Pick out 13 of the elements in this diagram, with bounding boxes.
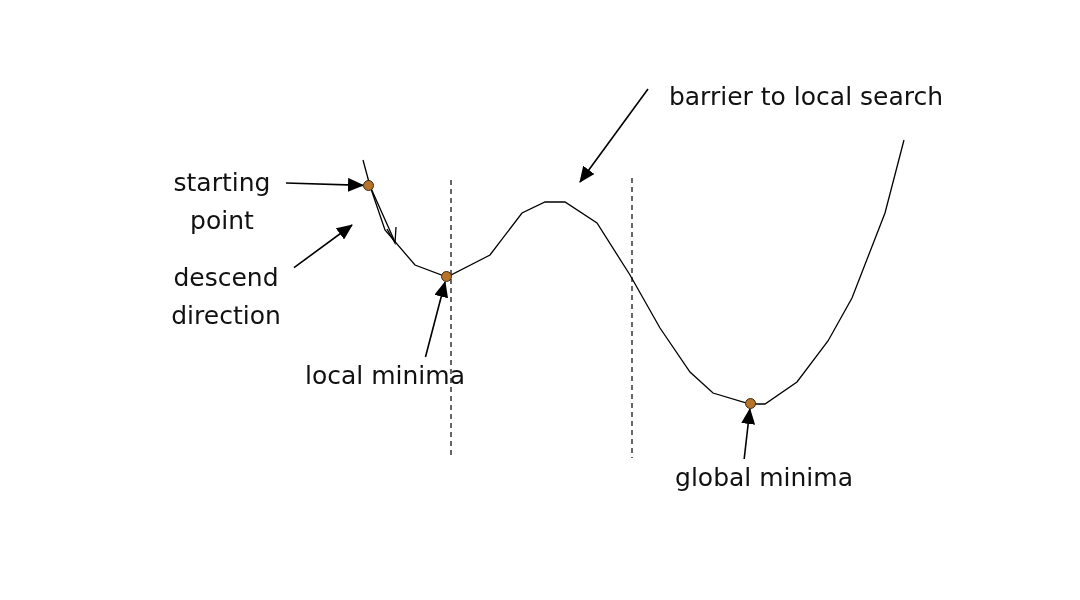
annotation-label: global minima [662,459,866,497]
annotation-label: starting point [158,164,286,240]
arrow [424,281,449,358]
annotation-label: descend direction [158,259,294,335]
arrow [741,408,756,460]
point-marker [745,398,756,409]
point-marker [441,271,452,282]
point-marker [363,180,374,191]
arrow [579,88,649,183]
annotation-label: local minima [294,357,476,395]
arrow [293,224,353,269]
annotation-label: barrier to local search [648,78,964,116]
arrow [285,177,364,192]
